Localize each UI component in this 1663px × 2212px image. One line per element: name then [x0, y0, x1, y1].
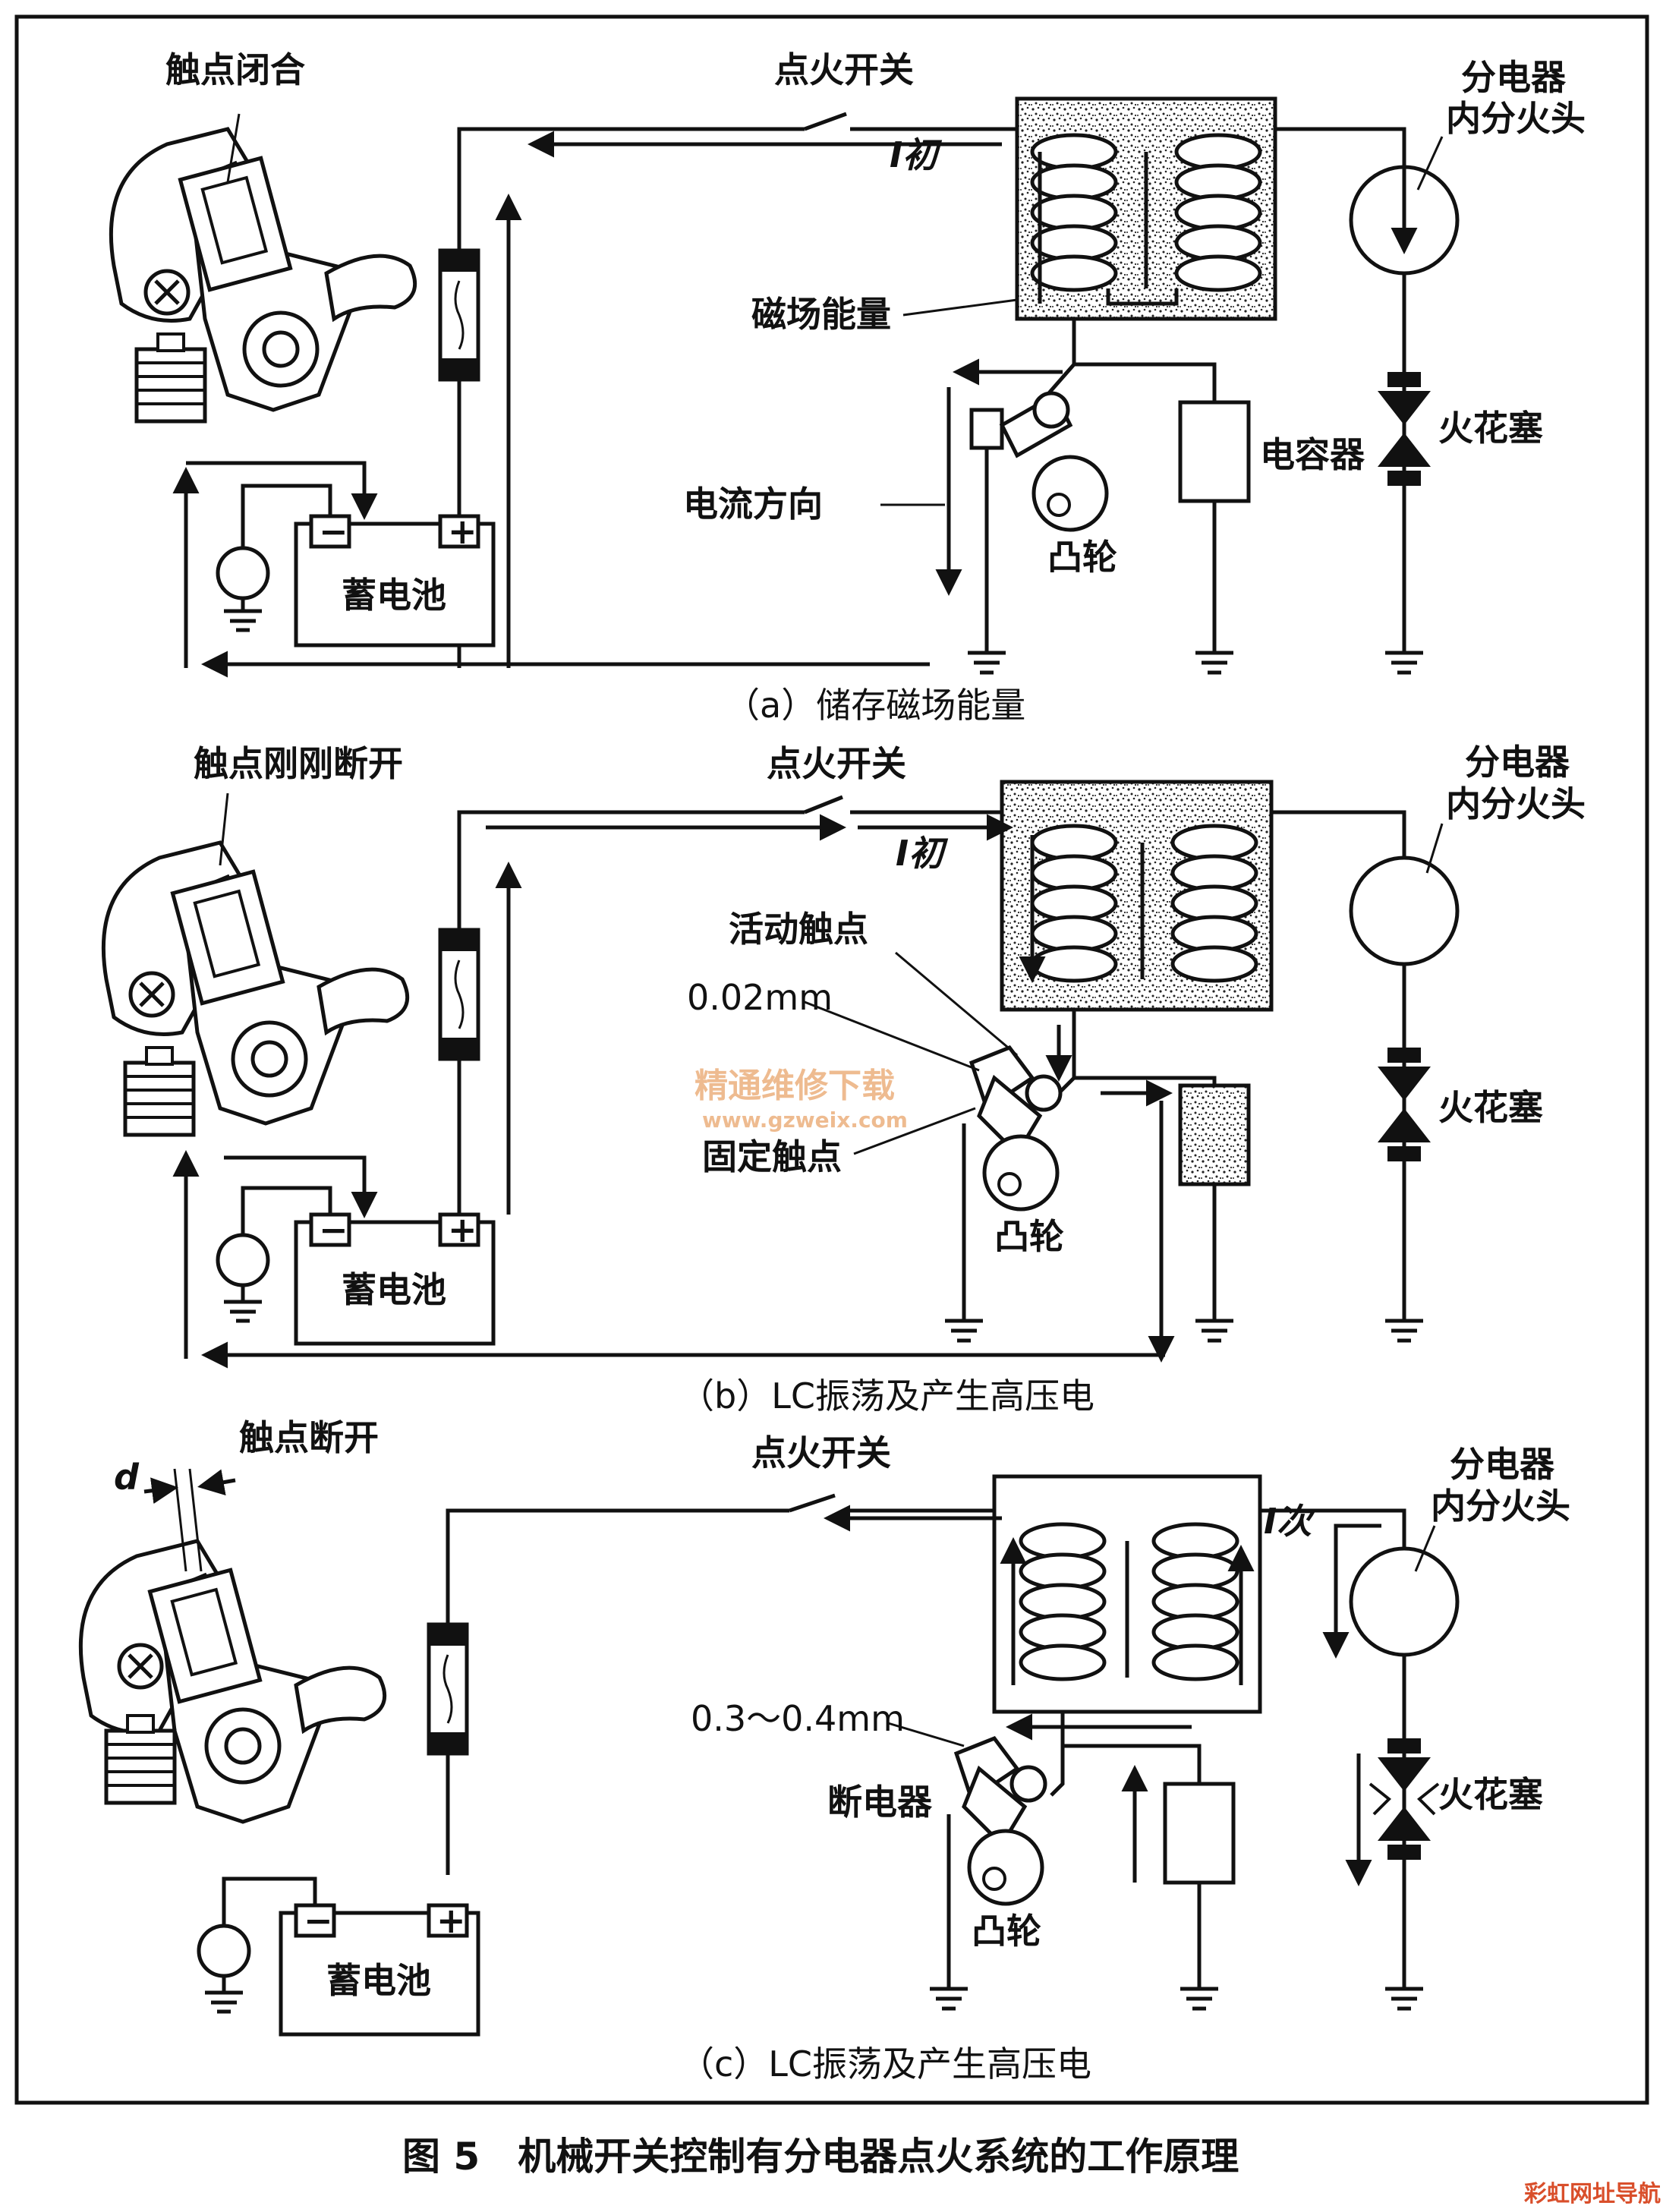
spark-plug: [1369, 1738, 1440, 1860]
capacitor: [1178, 400, 1251, 503]
current-direction-label: 电流方向: [683, 484, 823, 525]
distributor-label: 分电器: [1461, 57, 1567, 98]
watermark-url: www.gzweix.com: [702, 1108, 908, 1133]
magnetic-energy-label: 磁场能量: [751, 294, 891, 335]
ignition-switch-label: 点火开关: [751, 1432, 891, 1473]
primary-winding: [1030, 824, 1118, 983]
secondary-current-label: I次: [1264, 1501, 1316, 1542]
capacitor: [1178, 1083, 1251, 1186]
figure-frame: [14, 14, 1649, 2105]
panel-c-caption: （c）LC振荡及产生高压电: [679, 2043, 1091, 2084]
breaker-assembly: [101, 792, 410, 1137]
spark-plug: [1378, 1048, 1431, 1161]
panel-c: d 触点断开 点火开关 分电器 内分火头: [78, 1417, 1570, 2084]
spark-plug-label: 火花塞: [1438, 1774, 1543, 1815]
battery-minus: −: [304, 1900, 333, 1941]
battery-minus: −: [319, 511, 348, 552]
distributor-label-2: 内分火头: [1431, 1486, 1570, 1527]
contact-state-label: 触点刚刚断开: [194, 743, 403, 784]
gap-symbol: d: [114, 1457, 140, 1498]
ignition-switch-label: 点火开关: [767, 743, 906, 784]
cam-label: 凸轮: [994, 1216, 1064, 1257]
figure-caption: 图 5 机械开关控制有分电器点火系统的工作原理: [402, 2135, 1239, 2179]
distributor-label-2: 内分火头: [1446, 98, 1586, 139]
panel-b-caption: （b）LC振荡及产生高压电: [679, 1375, 1094, 1416]
capacitor: [1163, 1782, 1236, 1885]
spark-plug-label: 火花塞: [1438, 1087, 1543, 1128]
secondary-winding: [1170, 824, 1258, 983]
fixed-contact-label: 固定触点: [702, 1136, 842, 1177]
spark-plug-label: 火花塞: [1438, 408, 1543, 449]
primary-current-label: I初: [896, 833, 949, 874]
cam-label: 凸轮: [1047, 537, 1117, 578]
primary-winding: [1030, 133, 1118, 292]
secondary-winding: [1174, 133, 1262, 292]
capacitor-label: 电容器: [1260, 434, 1365, 475]
contact-state-label: 触点闭合: [165, 49, 305, 90]
distributor-label: 分电器: [1465, 742, 1570, 783]
battery-label: 蓄电池: [342, 575, 446, 616]
spark-plug: [1378, 372, 1431, 486]
ground-lamp: [216, 1233, 270, 1287]
distributor-rotor: [1349, 855, 1460, 966]
cam: [1032, 455, 1109, 532]
breaker-assembly: [78, 1468, 387, 1824]
distributor-label: 分电器: [1450, 1444, 1555, 1485]
site-mark: 彩虹网址导航: [1524, 2181, 1661, 2207]
cam-label: 凸轮: [972, 1911, 1041, 1952]
battery-label: 蓄电池: [326, 1960, 431, 2001]
primary-winding: [1019, 1522, 1107, 1681]
ground-lamp: [216, 546, 270, 600]
battery-plus: +: [448, 1209, 477, 1250]
battery-plus: +: [436, 1900, 466, 1941]
contact-state-label: 触点断开: [239, 1417, 379, 1458]
cam: [982, 1134, 1060, 1212]
moving-contact-label: 活动触点: [729, 909, 868, 950]
panel-b: 触点刚刚断开 点火开关 分电器 内分火头: [101, 742, 1586, 1416]
secondary-winding: [1151, 1522, 1239, 1681]
battery-label: 蓄电池: [342, 1269, 446, 1310]
distributor-label-2: 内分火头: [1446, 783, 1586, 824]
battery-plus: +: [448, 511, 477, 552]
watermark: 精通维修下载: [694, 1067, 895, 1105]
primary-current-label: I初: [890, 134, 943, 175]
battery-minus: −: [319, 1209, 348, 1250]
ground-lamp: [197, 1924, 251, 1978]
gap-label: 0.3～0.4mm: [691, 1698, 905, 1739]
panel-a-caption: （a）储存磁场能量: [725, 685, 1025, 726]
ignition-switch-label: 点火开关: [774, 49, 914, 90]
panel-a: 触点闭合 点火开关 分电器: [109, 49, 1586, 726]
distributor-rotor: [1349, 1546, 1460, 1657]
breaker-label: 断电器: [827, 1782, 933, 1823]
gap-label: 0.02mm: [687, 977, 833, 1018]
breaker-assembly: [109, 113, 417, 424]
cam: [967, 1829, 1044, 1906]
